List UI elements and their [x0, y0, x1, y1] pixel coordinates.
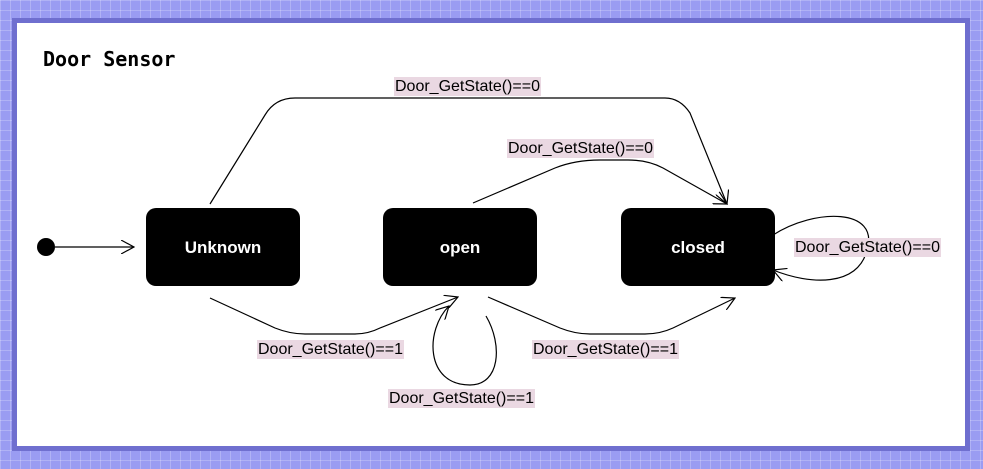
transition-label-closed-to-open: Door_GetState()==1: [532, 340, 679, 359]
state-closed-label: closed: [671, 238, 725, 257]
transition-unknown-to-open: [209, 297, 458, 335]
transition-open-to-closed: [472, 159, 727, 204]
transition-label-unknown-to-closed: Door_GetState()==0: [394, 77, 541, 96]
diagram-title: Door Sensor: [43, 47, 176, 71]
transition-unknown-to-closed: [209, 97, 727, 204]
transition-open-self: [432, 306, 497, 386]
initial-state-dot: [37, 238, 55, 256]
state-unknown-label: Unknown: [185, 238, 262, 257]
state-closed: closed: [621, 208, 775, 286]
transition-label-open-to-closed: Door_GetState()==0: [507, 139, 654, 158]
transition-label-open-self: Door_GetState()==1: [388, 389, 535, 408]
transition-label-closed-self: Door_GetState()==0: [794, 238, 941, 257]
state-unknown: Unknown: [146, 208, 300, 286]
transition-label-unknown-to-open: Door_GetState()==1: [257, 340, 404, 359]
state-open-label: open: [440, 238, 481, 257]
transition-closed-to-open: [487, 296, 735, 335]
state-open: open: [383, 208, 537, 286]
